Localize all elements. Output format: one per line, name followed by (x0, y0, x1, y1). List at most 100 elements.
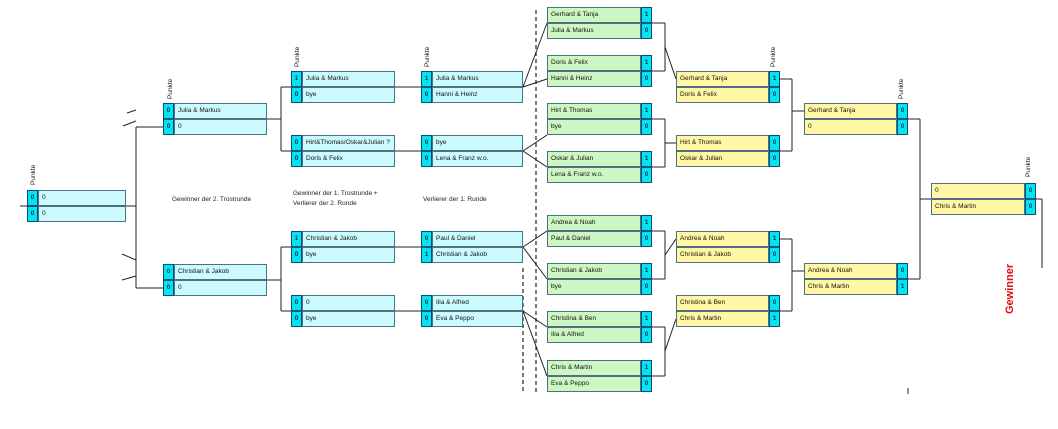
score-cell: 0 (163, 280, 174, 296)
team-name-cell: 0 (174, 119, 267, 135)
team-name-cell: Doris & Felix (676, 87, 769, 103)
score-cell: 0 (641, 231, 652, 247)
score-cell: 1 (421, 247, 432, 263)
score-cell: 0 (769, 151, 780, 167)
team-name-cell: Gerhard & Tanja (804, 103, 897, 119)
connector-line (522, 310, 548, 328)
team-name-cell: Christian & Jakob (676, 247, 769, 263)
team-name-cell: Chris & Martin (676, 311, 769, 327)
team-name-cell: Ilia & Alfred (547, 327, 641, 343)
team-name-cell: 0 (38, 190, 126, 206)
score-cell: 0 (641, 167, 652, 183)
label-consolation2-winner: Gewinner der 2. Trostrunde (172, 196, 252, 203)
score-cell: 1 (641, 151, 652, 167)
connector-line (522, 78, 548, 88)
team-name-cell: Christina & Ben (676, 295, 769, 311)
score-cell: 0 (1025, 199, 1036, 215)
team-name-cell: Andrea & Noah (804, 263, 897, 279)
team-name-cell: bye (432, 135, 523, 151)
team-name-cell: 0 (931, 183, 1025, 199)
score-cell: 0 (291, 135, 302, 151)
connector-line (522, 22, 548, 88)
connector-line (122, 120, 137, 127)
team-name-cell: Gerhard & Tanja (676, 71, 769, 87)
connector-line (522, 150, 548, 168)
score-cell: 0 (641, 376, 652, 392)
score-cell: 0 (421, 135, 432, 151)
team-name-cell: Chris & Martin (547, 360, 641, 376)
score-cell: 0 (291, 247, 302, 263)
score-cell: 0 (641, 327, 652, 343)
connector-line (522, 230, 548, 248)
score-cell: 0 (641, 23, 652, 39)
team-name-cell: Ilia & Alfred (432, 295, 523, 311)
label-round1-losers: Verlierer der 1. Runde (423, 196, 487, 203)
connector-line (121, 275, 137, 281)
score-cell: 0 (163, 103, 174, 119)
score-cell: 0 (27, 190, 38, 206)
team-name-cell: Christina & Ben (547, 311, 641, 327)
score-cell: 0 (291, 151, 302, 167)
label-consolation1-line1: Gewinner der 1. Trostrunde + (293, 190, 378, 197)
score-cell: 1 (769, 311, 780, 327)
connector-line (522, 134, 548, 152)
score-cell: 1 (291, 231, 302, 247)
team-name-cell: Oskar & Julian (676, 151, 769, 167)
team-name-cell: 0 (38, 206, 126, 222)
team-name-cell: 0 (302, 295, 395, 311)
score-cell: 0 (1025, 183, 1036, 199)
connector-line (664, 318, 677, 352)
team-name-cell: Chris & Martin (804, 279, 897, 295)
team-name-cell: bye (302, 311, 395, 327)
team-name-cell: Doris & Felix (547, 55, 641, 71)
team-name-cell: Gerhard & Tanja (547, 7, 641, 23)
score-cell: 0 (641, 279, 652, 295)
score-cell: 0 (27, 206, 38, 222)
team-name-cell: 0 (174, 280, 267, 296)
score-cell: 1 (641, 360, 652, 376)
score-cell: 1 (641, 55, 652, 71)
score-cell: 0 (769, 87, 780, 103)
score-cell: 0 (421, 87, 432, 103)
score-cell: 0 (163, 119, 174, 135)
team-name-cell: Christian & Jakob (432, 247, 523, 263)
team-name-cell: Eva & Peppo (432, 311, 523, 327)
connector-line (664, 238, 677, 256)
team-name-cell: Julia & Markus (302, 71, 395, 87)
score-cell: 0 (897, 103, 908, 119)
team-name-cell: 0 (804, 119, 897, 135)
score-cell: 1 (641, 103, 652, 119)
team-name-cell: Paul & Daniel (432, 231, 523, 247)
team-name-cell: Doris & Felix (302, 151, 395, 167)
team-name-cell: Paul & Daniel (547, 231, 641, 247)
score-cell: 0 (769, 295, 780, 311)
team-name-cell: bye (547, 119, 641, 135)
team-name-cell: Christian & Jakob (302, 231, 395, 247)
